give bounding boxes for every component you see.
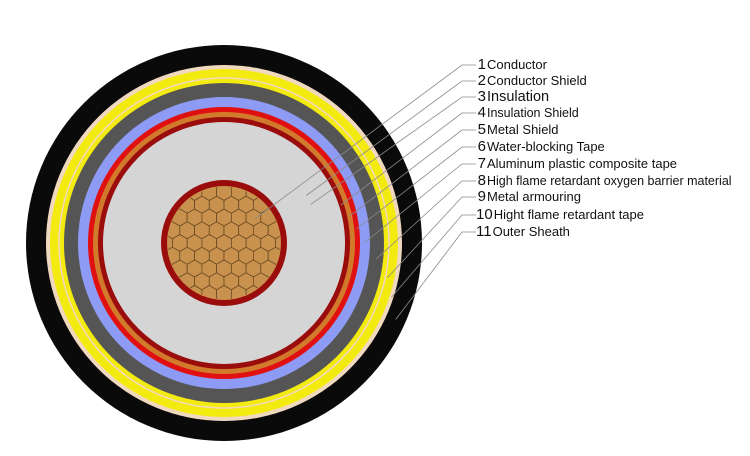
label-aluminum-plastic-tape: 7 Aluminum plastic composite tape [476, 155, 677, 172]
label-text: Conductor [487, 57, 547, 72]
label-text: Insulation [487, 89, 550, 105]
label-number: 4 [477, 104, 486, 121]
label-number: 7 [477, 155, 486, 172]
armour-gap-band [58, 77, 390, 409]
label-number: 10 [476, 206, 493, 223]
label-number: 1 [477, 56, 486, 73]
label-number: 6 [477, 138, 486, 155]
label-text: Aluminum plastic composite tape [487, 156, 678, 171]
leader-lines [255, 64, 476, 320]
leader-line-8 [375, 180, 476, 260]
label-text: Water-blocking Tape [487, 139, 605, 154]
label-insulation-shield: 4 Insulation Shield [476, 104, 579, 121]
leader-line-2 [306, 80, 476, 196]
label-water-blocking-tape: 6 Water-blocking Tape [476, 138, 605, 155]
label-flame-retardant-tape: 10 Hight flame retardant tape [476, 206, 644, 223]
label-outer-sheath: 11 Outer Sheath [476, 223, 570, 240]
leader-line-5 [348, 129, 476, 217]
label-text: Metal Shield [487, 122, 559, 137]
label-number: 8 [477, 172, 486, 189]
leader-line-3 [310, 96, 476, 205]
label-metal-shield: 5 Metal Shield [476, 121, 559, 138]
label-text: High flame retardant oxygen barrier mate… [487, 174, 732, 188]
label-metal-armouring: 9 Metal armouring [476, 188, 581, 205]
label-number: 11 [476, 223, 492, 240]
leader-line-9 [387, 196, 476, 278]
leader-line-11 [395, 231, 476, 320]
conductor-strand [223, 297, 240, 299]
label-text: Hight flame retardant tape [493, 207, 644, 222]
label-text: Metal armouring [487, 189, 581, 204]
leader-line-1 [255, 64, 476, 219]
label-number: 2 [477, 72, 486, 89]
leader-line-6 [356, 146, 476, 230]
label-text: Outer Sheath [492, 224, 570, 239]
label-conductor-shield: 2 Conductor Shield [476, 72, 587, 89]
leader-line-10 [391, 214, 476, 298]
label-oxygen-barrier: 8 High flame retardant oxygen barrier ma… [476, 172, 732, 189]
label-number: 3 [477, 88, 486, 105]
label-text: Conductor Shield [487, 73, 587, 88]
label-number: 5 [477, 121, 486, 138]
label-text: Insulation Shield [487, 106, 579, 120]
label-conductor: 1 Conductor [476, 56, 547, 73]
label-insulation: 3 Insulation [476, 88, 549, 105]
leader-line-7 [363, 163, 476, 244]
leader-line-4 [340, 112, 476, 206]
label-number: 9 [477, 188, 486, 205]
conductor-strand [208, 297, 225, 299]
